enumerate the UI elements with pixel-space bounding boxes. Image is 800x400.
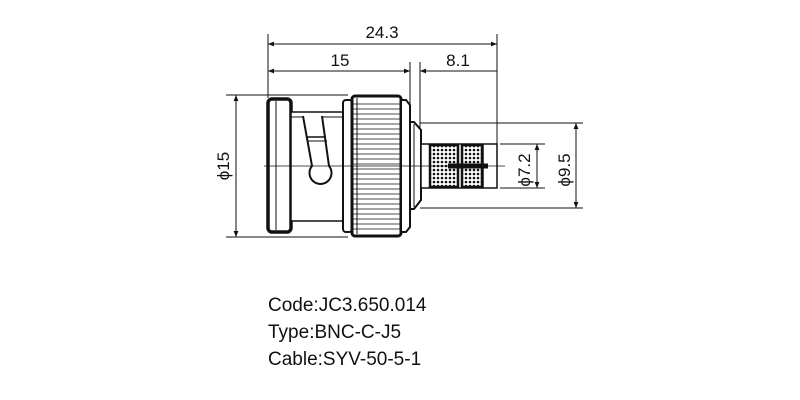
rear-taper <box>409 121 422 210</box>
spec-type: Type:BNC-C-J5 <box>268 322 402 343</box>
dim-body-diameter-label: ϕ15 <box>214 152 233 180</box>
dimension-lines <box>233 41 579 237</box>
front-cap <box>266 97 293 234</box>
bayonet-slot <box>302 115 333 185</box>
knurl-lines <box>353 103 400 230</box>
dim-rear-length-label: 8.1 <box>446 51 470 70</box>
spec-cable: Cable:SYV-50-5-1 <box>268 349 422 370</box>
dim-front-length-label: 15 <box>331 51 350 70</box>
dim-overall-length-label: 24.3 <box>365 23 398 42</box>
spec-code: Code:JC3.650.014 <box>268 295 427 316</box>
dim-ferrule-diameter-label: ϕ7.2 <box>515 153 534 186</box>
extension-lines <box>226 34 583 238</box>
dim-rear-diameter-label: ϕ9.5 <box>555 153 574 186</box>
